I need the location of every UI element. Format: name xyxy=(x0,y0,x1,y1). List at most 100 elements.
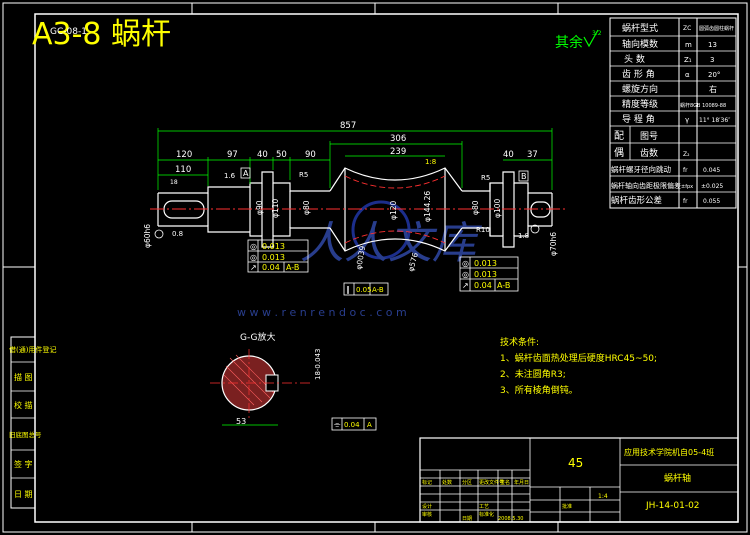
param-sym-9: fr xyxy=(683,167,688,174)
section-title: G-G放大 xyxy=(240,331,276,343)
param-sym-11: fr xyxy=(683,198,688,205)
tol-left-2-ref: A-B xyxy=(286,263,299,272)
tb-label-3: 标准化 xyxy=(479,511,494,518)
tol-right-1-sym: ◎ xyxy=(462,270,469,279)
title-date: 2008.5.30 xyxy=(498,516,523,522)
dia-14426: φ144.26 xyxy=(423,191,432,222)
section-width-dim: 53 xyxy=(236,417,246,426)
dim-50: 50 xyxy=(276,150,287,160)
tb-row-1: 处数 xyxy=(442,479,452,486)
tech-heading: 技术条件: xyxy=(500,336,539,348)
dim-r5-left: R5 xyxy=(299,171,308,179)
tolerance-frame-center: ∥ 0.05 A-B xyxy=(343,282,389,296)
tol-left-1-sym: ◎ xyxy=(250,253,257,262)
param-val-0: 圆弧齿圆柱蜗杆 xyxy=(699,25,734,32)
params-table xyxy=(609,17,737,209)
dim-110: 110 xyxy=(175,165,191,175)
watermark-url: w w w . r e n r e n d o c . c o m xyxy=(237,306,407,319)
title-block: 45 应用技术学院机自05-4班 蜗杆轴 JH-14-01-02 1:4 200… xyxy=(419,437,739,523)
watermark: 人人文库 w w w . r e n r e n d o c . c o m xyxy=(237,200,483,319)
tb-label-2: 工艺 xyxy=(479,504,489,510)
tb-row-3: 更改文件号 xyxy=(479,479,504,486)
param-val-3: 20° xyxy=(708,71,720,79)
strip-5: 日 期 xyxy=(14,490,33,499)
dia-120: φ120 xyxy=(389,201,398,220)
param-sym-3: α xyxy=(685,71,690,79)
datum-b-marker: B xyxy=(518,170,529,182)
dim-120: 120 xyxy=(176,150,192,160)
dimension-text: 857 120 97 40 50 90 306 239 40 37 110 1:… xyxy=(172,121,538,240)
param-val-6: 11° 18′36″ xyxy=(699,117,731,124)
param-val-10: ±0.025 xyxy=(701,183,723,190)
dim-right-40: 40 xyxy=(503,150,514,160)
param-name-9: 蜗杆螺牙径向跳动 xyxy=(611,164,671,174)
param-sym-0: ZC xyxy=(683,25,691,32)
param-name-8: 偶 xyxy=(614,146,624,159)
dim-ratio: 1:8 xyxy=(425,158,436,166)
dim-r10: R10 xyxy=(476,226,490,234)
tech-item-1: 1、蜗杆齿面热处理后硬度HRC45~50; xyxy=(500,352,657,364)
tol-right-1-val: 0.013 xyxy=(474,270,497,279)
title-school: 应用技术学院机自05-4班 xyxy=(624,447,714,457)
dim-306: 306 xyxy=(390,134,406,144)
param-val-11: 0.055 xyxy=(703,198,720,205)
tb-label-5: 日期 xyxy=(462,516,472,522)
param-val-4: 右 xyxy=(709,84,717,94)
dia-left-shaft: φ60h6 xyxy=(143,224,152,248)
tol-left-0-sym: ◎ xyxy=(250,242,257,251)
tb-row-2: 分区 xyxy=(462,479,472,486)
param-name-7: 配 xyxy=(614,130,624,142)
section-tol-icon: ⌯ xyxy=(334,420,341,429)
param-name-2: 头 数 xyxy=(624,53,645,65)
strip-3: 旧底图总号 xyxy=(9,430,42,439)
dimension-lines xyxy=(157,128,553,190)
title-scale: 1:4 xyxy=(598,493,608,500)
param-name-1: 轴向模数 xyxy=(622,38,658,50)
param-val-9: 0.045 xyxy=(703,167,720,174)
rotated-stamp: GC-08-1 xyxy=(50,27,87,37)
param-name-5: 精度等级 xyxy=(622,98,658,110)
dim-239: 239 xyxy=(390,147,406,157)
tb-label-0: 设计 xyxy=(422,503,432,510)
param-name-4: 螺旋方向 xyxy=(622,83,658,95)
title-code: JH-14-01-02 xyxy=(645,501,700,511)
tolerance-frames-left: ◎ 0.013 ◎ 0.013 ↗ 0.04 A-B xyxy=(247,239,309,273)
svg-text:B: B xyxy=(521,172,527,181)
tol-center-ref: A-B xyxy=(372,286,384,294)
dim-08: 0.8 xyxy=(172,230,183,238)
param-sym-10: ±fpx xyxy=(681,184,693,190)
params-table-text: 蜗杆型式 ZC 圆弧齿圆柱蜗杆 轴向模数 m 13 头 数 Z₁ 3 齿 形 角… xyxy=(611,22,734,206)
dim-right-37: 37 xyxy=(527,150,538,160)
param-name-11: 蜗杆齿形公差 xyxy=(611,195,662,206)
tolerance-frames-right: ◎ 0.013 ◎ 0.013 ↗ 0.04 A-B xyxy=(459,256,519,292)
datum-a-marker: A xyxy=(240,167,251,179)
section-tol-ref: A xyxy=(367,421,372,429)
strip-4: 签 字 xyxy=(14,459,33,469)
thread-lines xyxy=(344,175,446,244)
tb-label-1: 审核 xyxy=(422,511,432,518)
tech-requirements: 技术条件: 1、蜗杆齿面热处理后硬度HRC45~50; 2、未注圆角R3; 3、… xyxy=(500,336,657,396)
param-sym-1: m xyxy=(685,41,692,49)
param-val-1: 13 xyxy=(708,41,717,49)
param-val-2: 3 xyxy=(710,56,714,64)
strip-1: 描 图 xyxy=(14,372,33,382)
tol-right-2-val: 0.04 xyxy=(474,281,492,290)
tech-item-2: 2、未注圆角R3; xyxy=(500,368,566,380)
key-width-dim: 18 xyxy=(170,179,178,186)
strip-2: 校 描 xyxy=(14,400,33,410)
tol-left-2-sym: ↗ xyxy=(250,263,257,272)
tb-label-4: 批准 xyxy=(562,503,572,510)
dim-16: 1.6 xyxy=(224,172,236,180)
param-name-10: 蜗杆轴向齿距极限偏差 xyxy=(611,181,681,190)
drawing-title: A3-8 蜗杆 xyxy=(32,17,171,52)
param-name-6: 导 程 角 xyxy=(622,113,655,125)
inner-frame xyxy=(34,13,739,523)
tb-row-4: 签名 xyxy=(500,479,510,486)
param-sym-6: γ xyxy=(685,116,689,124)
section-view: G-G放大 53 18-0.043 ⌯ 0.04 A xyxy=(210,331,377,431)
dia-90: φ90 xyxy=(255,200,264,215)
dia-80: φ80 xyxy=(302,200,311,215)
tol-right-0-val: 0.013 xyxy=(474,259,497,268)
param-sym-7: 图号 xyxy=(640,131,658,142)
tol-right-0-sym: ◎ xyxy=(462,259,469,268)
